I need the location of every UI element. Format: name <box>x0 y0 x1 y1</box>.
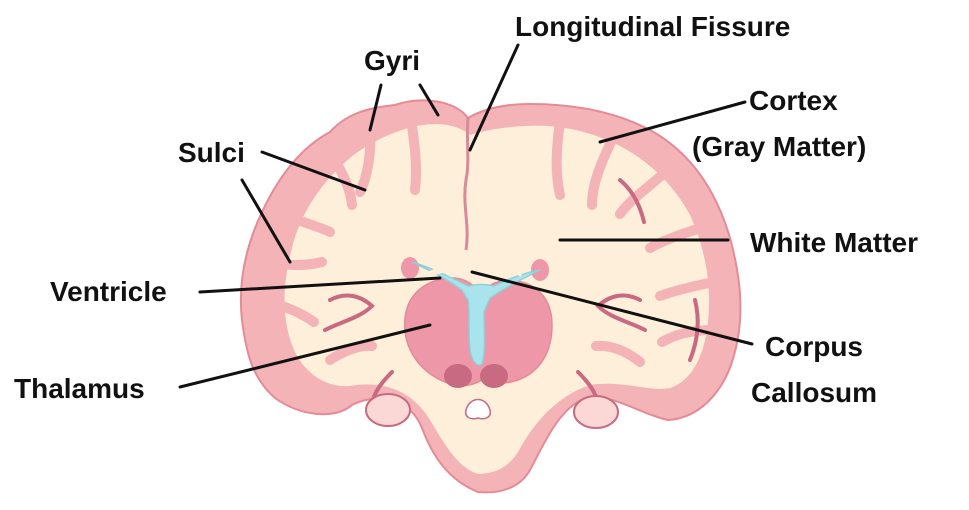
label-ventricle: Ventricle <box>50 275 167 309</box>
mammillary-right <box>480 364 508 388</box>
label-cortex-line2: (Gray Matter) <box>692 130 866 164</box>
label-thalamus: Thalamus <box>14 372 145 406</box>
label-corpus-line1: Corpus <box>765 330 863 364</box>
label-sulci: Sulci <box>178 136 245 170</box>
nucleus-left <box>401 257 419 279</box>
label-gyri: Gyri <box>364 44 420 78</box>
label-cortex-line1: Cortex <box>749 84 838 118</box>
label-white-matter: White Matter <box>750 226 918 260</box>
mammillary-left <box>444 364 472 388</box>
label-longitudinal-fissure: Longitudinal Fissure <box>515 10 790 44</box>
label-corpus-line2: Callosum <box>751 376 877 410</box>
